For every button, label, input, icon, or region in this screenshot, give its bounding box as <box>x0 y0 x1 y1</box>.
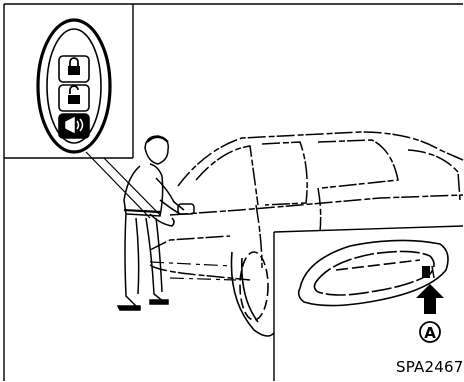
callout-a: A <box>420 322 440 342</box>
unlock-button <box>59 85 89 111</box>
callout-a-label: A <box>424 324 436 342</box>
key-fob <box>38 20 110 152</box>
lock-button <box>59 56 89 82</box>
figure-reference-code: SPA2467 <box>396 356 464 378</box>
panic-button <box>59 114 89 138</box>
